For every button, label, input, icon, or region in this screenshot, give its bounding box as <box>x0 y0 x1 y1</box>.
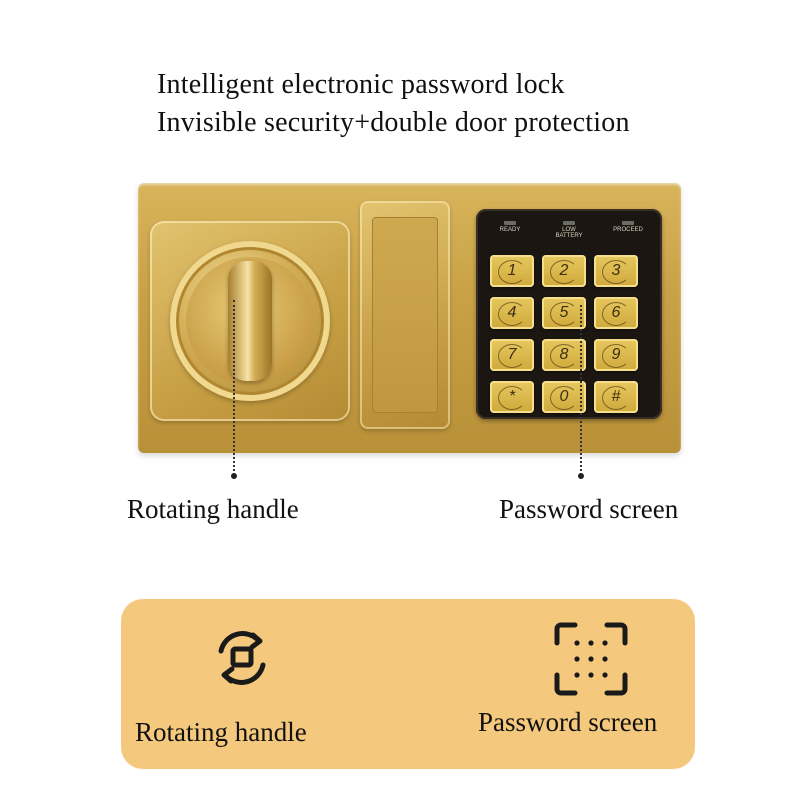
key-4: 4 <box>490 297 534 329</box>
screen-leader-dot <box>578 473 584 479</box>
key-grid: 1 2 3 4 5 6 7 8 9 * 0 # <box>490 255 650 413</box>
indicator-low-battery: LOW BATTERY <box>543 221 595 245</box>
feature-card: Rotating handle Password screen <box>121 599 695 769</box>
key-5: 5 <box>542 297 586 329</box>
key-9: 9 <box>594 339 638 371</box>
door-slot <box>372 217 438 413</box>
indicator-label: PROCEED <box>613 227 643 233</box>
led-icon <box>622 221 634 225</box>
headline-line-2: Invisible security+double door protectio… <box>157 107 630 138</box>
headline-line-1: Intelligent electronic password lock <box>157 69 565 100</box>
key-6: 6 <box>594 297 638 329</box>
key-hash: # <box>594 381 638 413</box>
indicator-row: READY LOW BATTERY PROCEED <box>484 221 654 245</box>
key-8: 8 <box>542 339 586 371</box>
key-0: 0 <box>542 381 586 413</box>
caption-password-screen: Password screen <box>499 494 679 524</box>
feature-label-password-screen: Password screen <box>478 707 658 737</box>
handle-plate <box>150 221 350 421</box>
indicator-label: READY <box>499 227 521 233</box>
dial-grip <box>228 261 272 381</box>
key-star: * <box>490 381 534 413</box>
indicator-proceed: PROCEED <box>602 221 654 245</box>
feature-label-rotating-handle: Rotating handle <box>135 717 307 747</box>
dial-inner <box>186 257 314 385</box>
safe-lock-panel: READY LOW BATTERY PROCEED 1 2 3 4 5 6 7 … <box>138 183 681 453</box>
headline: Intelligent electronic password lock Inv… <box>157 66 630 142</box>
screen-leader-line <box>580 305 582 475</box>
rotate-icon <box>218 631 266 685</box>
indicator-ready: READY <box>484 221 536 245</box>
led-icon <box>563 221 575 225</box>
handle-leader-line <box>233 300 235 475</box>
password-keypad: READY LOW BATTERY PROCEED 1 2 3 4 5 6 7 … <box>476 209 662 419</box>
key-7: 7 <box>490 339 534 371</box>
led-icon <box>504 221 516 225</box>
key-2: 2 <box>542 255 586 287</box>
door-slot-plate <box>360 201 450 429</box>
handle-leader-dot <box>231 473 237 479</box>
key-3: 3 <box>594 255 638 287</box>
key-1: 1 <box>490 255 534 287</box>
rotating-handle-dial <box>170 241 330 401</box>
scan-grid-icon <box>554 622 628 696</box>
caption-rotating-handle: Rotating handle <box>127 494 299 524</box>
indicator-label: LOW BATTERY <box>555 227 583 239</box>
